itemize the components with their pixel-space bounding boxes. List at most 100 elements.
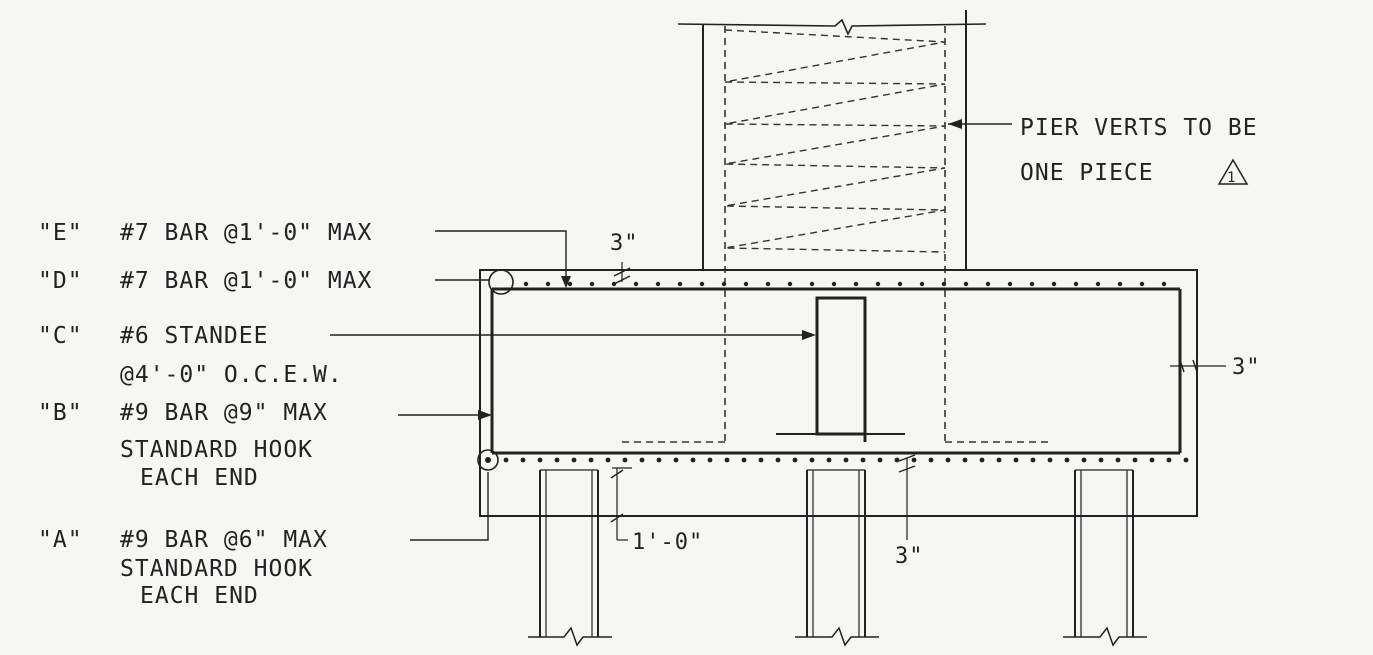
callout-e-tag: "E"	[38, 220, 83, 246]
rebar-dot	[567, 281, 573, 287]
rebar-dot	[1047, 457, 1053, 463]
callout-a-line2: STANDARD HOOK	[120, 556, 313, 582]
callout-c: "C" #6 STANDEE @4'-0" O.C.E.W.	[38, 323, 816, 388]
callout-d: "D" #7 BAR @1'-0" MAX	[38, 268, 489, 294]
rebar-dot	[831, 281, 837, 287]
rebar-dot	[503, 457, 509, 463]
callout-c-line1: #6 STANDEE	[120, 323, 268, 349]
rebar-dot	[721, 281, 727, 287]
rebar-dot	[1117, 281, 1123, 287]
rebar-dot	[655, 281, 661, 287]
rebar-dot	[1139, 281, 1145, 287]
rebar-dot	[979, 457, 985, 463]
callout-d-tag: "D"	[38, 268, 83, 294]
rebar-dot	[996, 457, 1002, 463]
callout-b-line1: #9 BAR @9" MAX	[120, 400, 328, 426]
pier	[622, 10, 1050, 443]
rebar-dot	[633, 281, 639, 287]
rebar-dot	[1013, 457, 1019, 463]
rebar-dot	[520, 457, 526, 463]
rebar-dot	[1161, 281, 1167, 287]
callout-c-line2: @4'-0" O.C.E.W.	[120, 362, 343, 388]
rebar-dot	[699, 281, 705, 287]
rebar-dot	[809, 457, 815, 463]
pile-embed-dimension: 1'-0"	[632, 530, 703, 555]
callout-e: "E" #7 BAR @1'-0" MAX	[38, 220, 571, 288]
rebar-dot	[656, 457, 662, 463]
rebar-dot	[743, 281, 749, 287]
dimension-top-cover: 3"	[610, 231, 639, 285]
rebar-dot	[589, 281, 595, 287]
dimension-side-cover: 3"	[1170, 355, 1260, 380]
rebar-dot	[853, 281, 859, 287]
bottom-cover-dimension: 3"	[895, 544, 924, 569]
pile-cap	[477, 269, 1198, 517]
rebar-dot	[707, 457, 713, 463]
rebar-dot	[545, 281, 551, 287]
rebar-dot	[677, 281, 683, 287]
revision-number: 1	[1227, 170, 1236, 186]
callout-e-text: #7 BAR @1'-0" MAX	[120, 220, 372, 246]
top-cover-dimension: 3"	[610, 231, 639, 256]
rebar-dot	[826, 457, 832, 463]
pier-note-line2: ONE PIECE	[1020, 160, 1154, 186]
rebar-dot	[765, 281, 771, 287]
rebar-dot	[724, 457, 730, 463]
rebar-dot	[1132, 457, 1138, 463]
callout-b-line3: EACH END	[140, 465, 259, 491]
callout-d-text: #7 BAR @1'-0" MAX	[120, 268, 372, 294]
rebar-dot	[1073, 281, 1079, 287]
callout-a-tag: "A"	[38, 527, 83, 553]
rebar-dot	[945, 457, 951, 463]
rebar-dot	[639, 457, 645, 463]
bottom-bar-dots	[503, 457, 1189, 463]
rebar-dot	[875, 281, 881, 287]
rebar-dot	[963, 281, 969, 287]
rebar-dot	[1064, 457, 1070, 463]
pile-center	[795, 469, 879, 647]
rebar-dot	[897, 281, 903, 287]
rebar-dot	[673, 457, 679, 463]
rebar-dot	[919, 281, 925, 287]
rebar-dot	[1115, 457, 1121, 463]
callout-a: "A" #9 BAR @6" MAX STANDARD HOOK EACH EN…	[38, 472, 489, 609]
pile-left	[528, 469, 612, 647]
pier-note: PIER VERTS TO BE ONE PIECE 1	[948, 115, 1258, 186]
rebar-dot	[537, 457, 543, 463]
rebar-dot	[911, 457, 917, 463]
rebar-dot	[1183, 457, 1189, 463]
piles	[528, 469, 1147, 647]
dimension-pile-embed: 1'-0"	[610, 467, 703, 555]
rebar-dot	[588, 457, 594, 463]
rebar-dot	[741, 457, 747, 463]
pile-right	[1063, 469, 1147, 647]
callout-a-line1: #9 BAR @6" MAX	[120, 527, 328, 553]
top-bar-dots	[523, 281, 1167, 287]
rebar-dot	[787, 281, 793, 287]
rebar-dot	[1029, 281, 1035, 287]
rebar-dot	[962, 457, 968, 463]
callout-b-tag: "B"	[38, 400, 83, 426]
rebar-dot	[690, 457, 696, 463]
callout-b-line2: STANDARD HOOK	[120, 437, 313, 463]
rebar-dot	[877, 457, 883, 463]
callout-c-tag: "C"	[38, 323, 83, 349]
pier-note-line1: PIER VERTS TO BE	[1020, 115, 1258, 141]
rebar-dot	[1095, 281, 1101, 287]
rebar-dot	[775, 457, 781, 463]
rebar-dot	[571, 457, 577, 463]
dimension-bottom-cover: 3"	[895, 454, 924, 569]
rebar-dot	[1149, 457, 1155, 463]
rebar-dot	[523, 281, 529, 287]
rebar-dot	[941, 281, 947, 287]
rebar-dot	[792, 457, 798, 463]
rebar-dot	[985, 281, 991, 287]
rebar-dot	[1098, 457, 1104, 463]
rebar-dot	[860, 457, 866, 463]
rebar-dot	[843, 457, 849, 463]
rebar-dot	[928, 457, 934, 463]
rebar-dot	[1166, 457, 1172, 463]
rebar-dot	[622, 457, 628, 463]
rebar-dot	[758, 457, 764, 463]
